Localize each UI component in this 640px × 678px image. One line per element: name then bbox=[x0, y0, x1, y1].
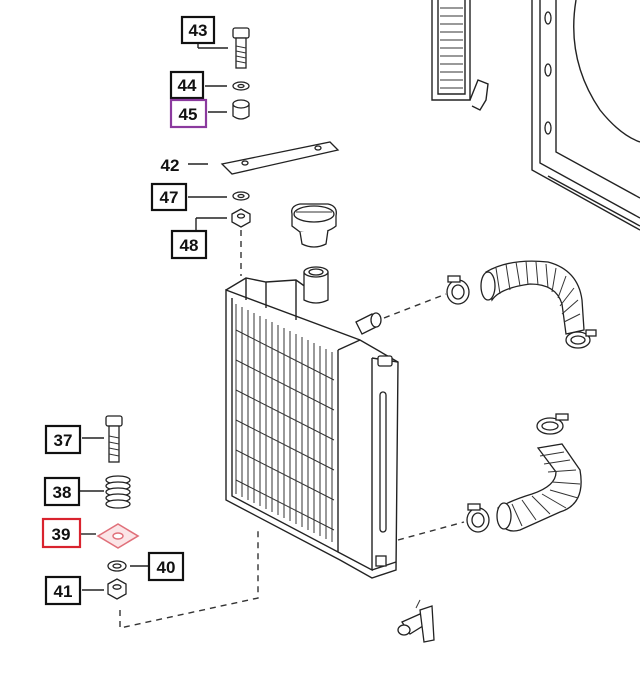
callout-39: 39 bbox=[41, 517, 82, 549]
svg-text:38: 38 bbox=[53, 483, 72, 502]
callout-41: 41 bbox=[44, 575, 82, 606]
radiator-cap bbox=[291, 203, 337, 248]
rubber-bushing bbox=[232, 99, 250, 120]
svg-text:43: 43 bbox=[189, 21, 208, 40]
radiator bbox=[225, 266, 399, 579]
upper-hose-clamp-left bbox=[446, 275, 470, 305]
callout-48: 48 bbox=[170, 229, 208, 260]
square-washer bbox=[96, 523, 140, 549]
callout-42: 42 bbox=[161, 156, 180, 175]
svg-text:39: 39 bbox=[52, 525, 71, 544]
svg-text:41: 41 bbox=[54, 582, 73, 601]
mounting-bracket bbox=[220, 141, 340, 175]
svg-text:37: 37 bbox=[54, 431, 73, 450]
upper-hose-clamp-right bbox=[565, 329, 597, 349]
lower-hose-clamp-top bbox=[536, 413, 569, 435]
nut bbox=[231, 208, 251, 228]
top-washer bbox=[232, 81, 250, 91]
lower-nut bbox=[107, 578, 127, 600]
small-washer bbox=[107, 560, 127, 572]
fan-shroud bbox=[431, 0, 640, 231]
svg-text:47: 47 bbox=[160, 188, 179, 207]
top-bolt bbox=[232, 27, 250, 69]
lower-washer bbox=[232, 191, 250, 201]
callout-45: 45 bbox=[169, 98, 208, 129]
callout-40: 40 bbox=[147, 551, 185, 582]
svg-text:45: 45 bbox=[179, 105, 198, 124]
drain-tap bbox=[397, 599, 435, 643]
spring bbox=[105, 475, 131, 509]
leader-lines bbox=[80, 32, 228, 591]
svg-text:48: 48 bbox=[180, 236, 199, 255]
callout-37: 37 bbox=[44, 424, 82, 455]
assembly-dashed-lines bbox=[119, 230, 465, 629]
svg-text:44: 44 bbox=[178, 76, 197, 95]
svg-text:40: 40 bbox=[157, 558, 176, 577]
upper-hose bbox=[480, 260, 585, 335]
lower-bolt bbox=[105, 415, 123, 463]
lower-hose-clamp-left bbox=[466, 503, 490, 533]
lower-hose bbox=[496, 443, 582, 532]
callout-38: 38 bbox=[43, 476, 81, 507]
svg-text:42: 42 bbox=[161, 156, 180, 175]
callout-44: 44 bbox=[169, 70, 205, 100]
callout-43: 43 bbox=[180, 15, 216, 45]
callout-47: 47 bbox=[150, 182, 188, 212]
